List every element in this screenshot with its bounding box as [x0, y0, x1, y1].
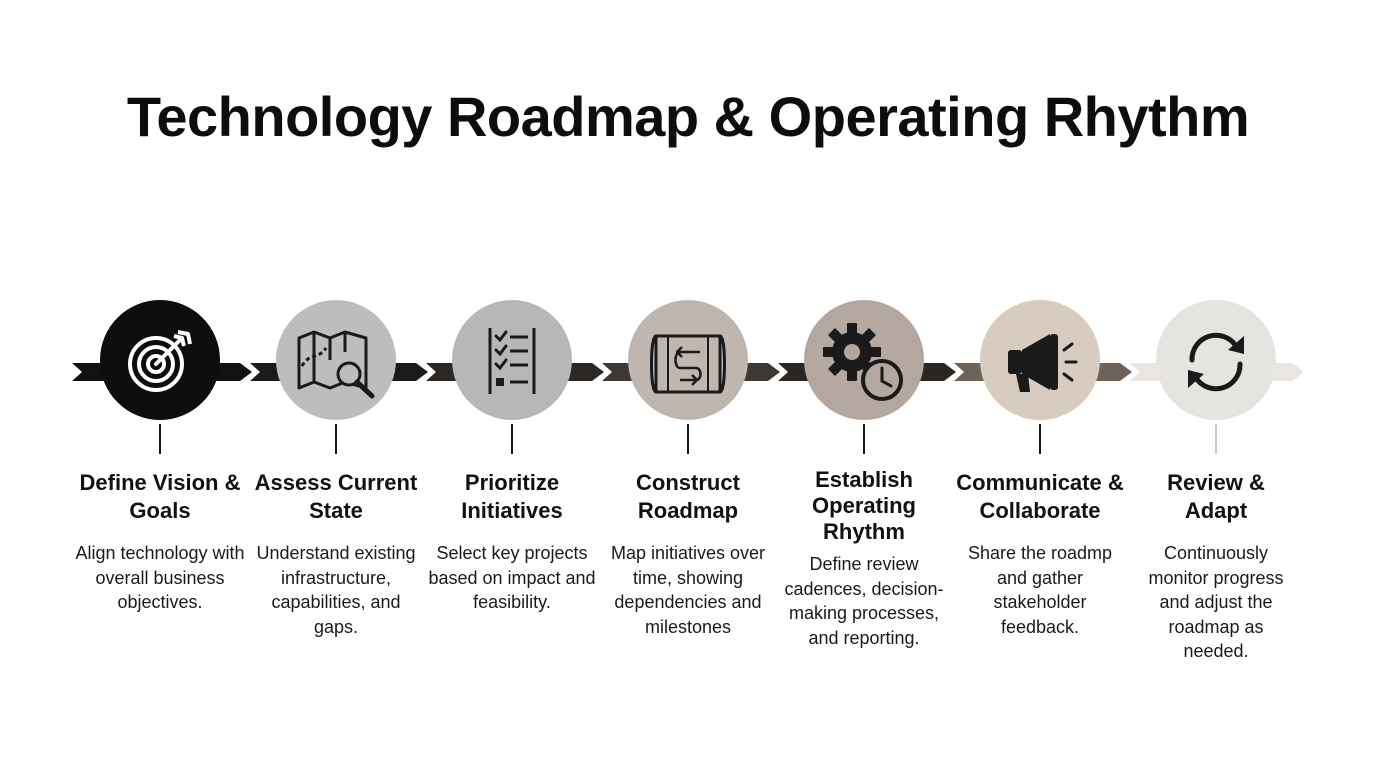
step-desc-1: Align technology with overall business o… — [75, 543, 245, 612]
target-icon — [128, 330, 192, 392]
step-desc-2: Understand existing infrastructure, capa… — [256, 543, 416, 637]
page-title: Technology Roadmap & Operating Rhythm — [126, 85, 1250, 148]
refresh-icon — [1188, 332, 1244, 392]
step-circle-2 — [276, 300, 396, 420]
step-circle-3 — [452, 300, 572, 420]
step-circle-4 — [628, 300, 748, 420]
step-title-7: Review & Adapt — [1167, 470, 1265, 523]
checklist-icon — [488, 328, 536, 394]
map-search-icon — [297, 330, 375, 399]
step-desc-5: Define review cadences, decision-making … — [784, 554, 944, 648]
step-circle-7 — [1156, 300, 1276, 420]
megaphone-icon — [1008, 334, 1078, 392]
step-title-6: Communicate & Collaborate — [956, 470, 1124, 523]
step-desc-6: Share the roadmp and gather stakeholder … — [967, 543, 1113, 637]
step-title-5: Establish Operating Rhythm — [812, 467, 916, 544]
step-title-2: Assess Current State — [254, 470, 418, 523]
step-title-4: Construct Roadmap — [636, 470, 740, 523]
step-title-1: Define Vision & Goals — [79, 470, 241, 523]
blueprint-icon — [650, 334, 726, 394]
step-desc-7: Continuously monitor progress and adjust… — [1148, 543, 1284, 661]
step-title-3: Prioritize Initiatives — [461, 470, 563, 523]
step-desc-4: Map initiatives over time, showing depen… — [610, 543, 766, 637]
gear-clock-icon — [823, 323, 903, 401]
step-desc-3: Select key projects based on impact and … — [428, 543, 596, 612]
